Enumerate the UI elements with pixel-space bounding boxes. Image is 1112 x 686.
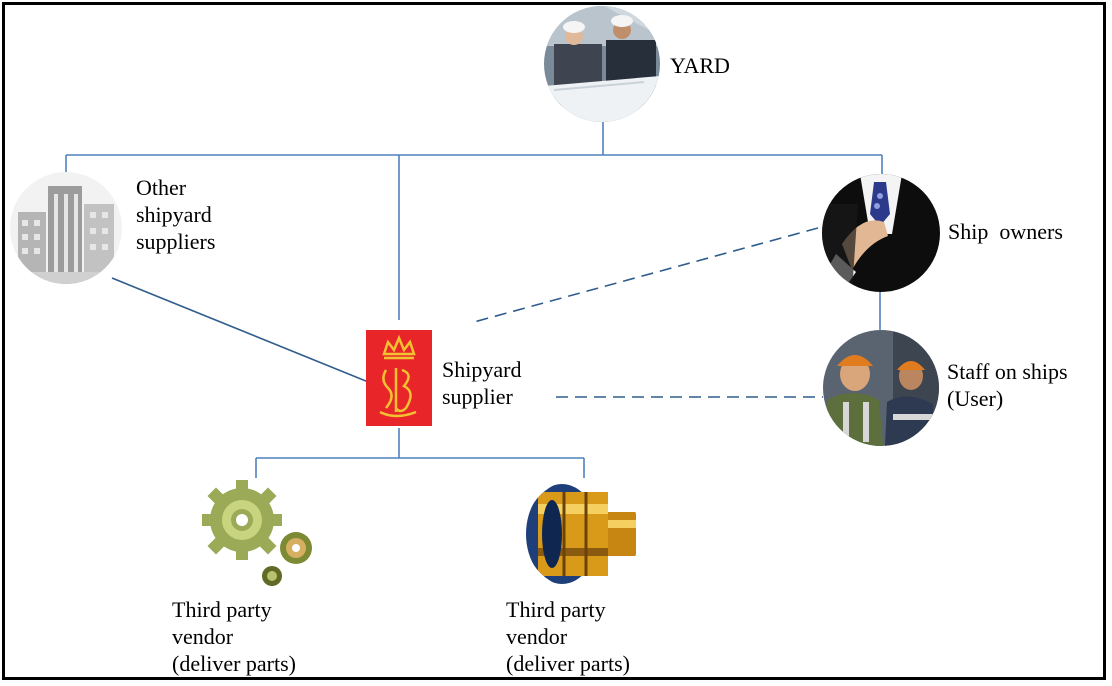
shipyard-supplier-line-2: supplier: [442, 384, 513, 409]
ship-owners-label: Ship owners: [948, 219, 1063, 244]
pipe-fitting-icon: [524, 478, 640, 590]
staff-on-ships-line-1: Staff on ships: [947, 359, 1068, 384]
dashed-owners-to-supplier: [473, 227, 819, 323]
office-buildings-icon: [10, 172, 122, 284]
other-suppliers-line-3: suppliers: [136, 229, 216, 254]
vendor-1-label: Third party vendor (deliver parts): [172, 596, 296, 677]
vendor-1-line-3: (deliver parts): [172, 651, 296, 676]
connector-other-to-supplier: [111, 277, 389, 391]
staff-on-ships-label: Staff on ships (User): [947, 358, 1068, 412]
businessman-tie-icon: [822, 174, 940, 292]
shipyard-supplier-line-1: Shipyard: [442, 357, 522, 382]
other-suppliers-label: Other shipyard suppliers: [136, 174, 215, 255]
other-suppliers-line-2: shipyard: [136, 202, 212, 227]
vendor-2-line-1: Third party: [506, 597, 606, 622]
vendor-2-line-2: vendor: [506, 624, 568, 649]
vendor-2-label: Third party vendor (deliver parts): [506, 596, 630, 677]
workers-hardhat-icon: [823, 330, 939, 446]
other-suppliers-line-1: Other: [136, 175, 187, 200]
workers-with-blueprint-icon: [544, 6, 660, 122]
vendor-1-line-2: vendor: [172, 624, 234, 649]
gears-icon: [202, 480, 312, 586]
vendor-1-line-1: Third party: [172, 597, 272, 622]
shipyard-supplier-label: Shipyard supplier: [442, 356, 521, 410]
crown-logo-icon: [366, 330, 432, 426]
yard-label: YARD: [670, 53, 730, 78]
vendor-2-line-3: (deliver parts): [506, 651, 630, 676]
staff-on-ships-line-2: (User): [947, 386, 1004, 411]
